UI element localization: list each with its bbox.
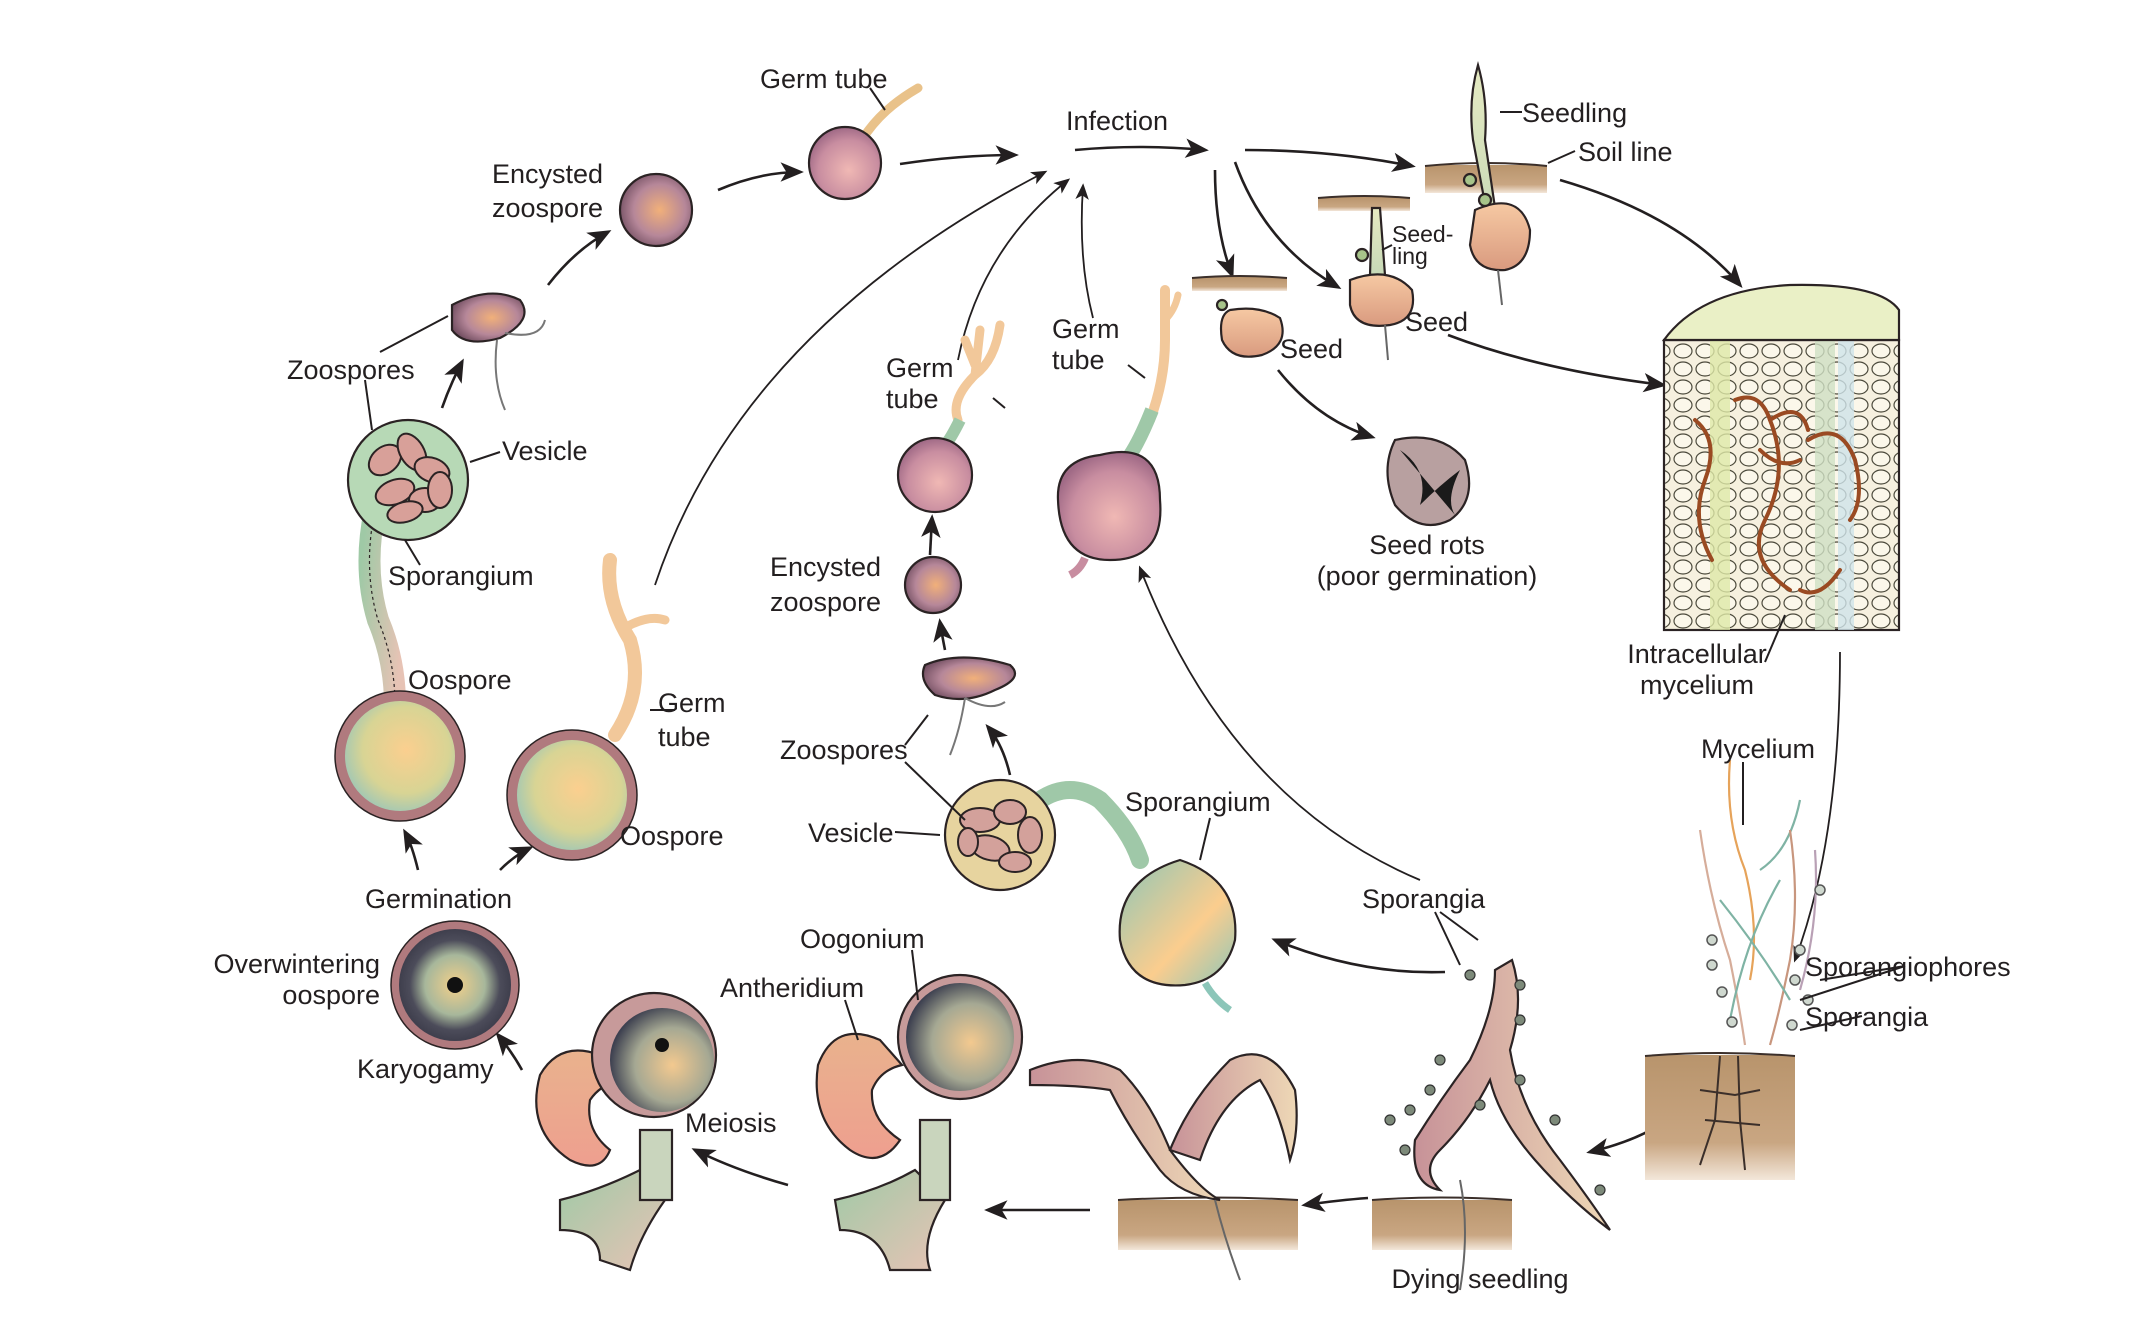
left-zoospore [450,292,546,411]
label-infection: Infection [1066,106,1168,136]
label-sporangium-left: Sporangium [388,561,534,591]
label-seed-right: Seed [1405,307,1468,337]
label-dying-seedling: Dying seedling [1391,1264,1568,1294]
center-large-germtube-cyst [1056,285,1182,579]
arrow-germination-to-oospore2 [499,846,534,871]
label-encysted-zoospore-center-2: zoospore [770,587,881,617]
label-intracellular-mycelium-1: Intracellular [1627,639,1767,669]
label-sporangium-center: Sporangium [1125,787,1271,817]
label-zoospores-left: Zoospores [287,355,415,385]
label-germ-tube-center2-2: tube [1052,345,1105,375]
label-germ-tube-top: Germ tube [760,64,888,94]
arrow-dying-to-dead [1301,1192,1369,1212]
arrow-karyogamy-to-overwinter [495,1031,524,1071]
label-encysted-zoospore-top-2: zoospore [492,193,603,223]
dead-seedling-plant [1028,1053,1299,1281]
arrow-sporangium-to-zoospore [440,358,464,409]
arrow-germination-to-oospore [403,828,423,871]
label-antheridium: Antheridium [720,973,864,1003]
label-seed-rots-2: (poor germination) [1317,561,1538,591]
arrow-stem-to-mycelium [1793,651,1841,963]
seed-unsprouted [1191,275,1288,358]
label-oospore-left: Oospore [408,665,512,695]
label-karyogamy: Karyogamy [357,1054,494,1084]
arrow-zoospore-to-encysted [546,230,612,286]
label-germ-tube-center2-1: Germ [1052,314,1120,344]
label-oospore-left2: Oospore [620,821,724,851]
arrow-germtube-to-infection [899,145,1019,166]
label-germ-tube-center-2: tube [886,384,939,414]
seedling-emerged [1424,60,1548,306]
label-seedling-mid-1: Seed- [1392,221,1453,247]
arrow-oogonium-to-meiosis [691,1148,789,1187]
left-sporangium-with-vesicle [346,418,470,716]
label-sporangia-center: Sporangia [1362,884,1486,914]
label-sporangiophores: Sporangiophores [1805,952,2011,982]
arrow-large-germtube-to-infection [1075,183,1094,319]
left-oospore [334,690,466,822]
germinating-oospore [506,553,670,861]
arrow-to-seedling-preemerged [1233,161,1342,289]
label-oogonium: Oogonium [800,924,925,954]
arrow-sporangia-to-large-germtube [1138,565,1421,881]
dying-seedling-plant [1371,958,1611,1291]
arrow-sporangia-to-sporangium [1271,938,1446,974]
label-vesicle-center: Vesicle [808,818,894,848]
arrow-seed-to-rot [1276,369,1376,441]
label-germ-tube-center-1: Germ [886,353,954,383]
center-zoospore [921,656,1017,756]
seedling-preemergence [1317,195,1415,361]
arrow-encysted-center-to-germtube [921,514,941,556]
top-germinating-cyst [807,83,923,201]
label-overwintering-oospore-1: Overwintering [213,949,380,979]
arrow-vesicle-to-zoospore-center [985,724,1012,776]
label-seedling-top: Seedling [1522,98,1627,128]
label-sporangia-right: Sporangia [1805,1002,1929,1032]
fertilization-left [535,991,718,1272]
label-meiosis: Meiosis [685,1108,777,1138]
label-mycelium: Mycelium [1701,734,1815,764]
label-seedling-mid-2: ling [1392,243,1428,269]
center-germtube-cyst [896,320,1005,514]
arrow-to-seedling-emerged [1244,148,1416,172]
label-vesicle-left: Vesicle [502,436,588,466]
label-encysted-zoospore-center-1: Encysted [770,552,881,582]
leader-lines [364,87,1906,1041]
label-seed-rots-1: Seed rots [1369,530,1485,560]
arrow-encysted-to-germtube [717,162,804,192]
label-germ-tube-left-2: tube [658,722,711,752]
arrow-seed-to-stem [1447,333,1667,393]
mycelium-cluster [1644,759,1826,1180]
left-encysted-zoospore [618,172,694,248]
label-seed-left: Seed [1280,334,1343,364]
center-encysted-zoospore [903,555,963,615]
rotted-seed [1386,436,1471,527]
label-zoospores-center: Zoospores [780,735,908,765]
cycle-arrows [403,138,1841,1220]
label-soil-line: Soil line [1578,137,1673,167]
arrow-seedling-to-stem [1559,178,1743,288]
overwintering-oospore-shape [390,920,520,1050]
arrow-infection-out [1074,138,1209,158]
stem-cross-section [1661,283,1901,632]
fertilization-center [815,973,1024,1272]
label-overwintering-oospore-2: oospore [282,980,380,1010]
arrow-oospore-germtube-to-infection [654,170,1048,586]
labels: Germ tube Encysted zoospore Infection Se… [213,64,2010,1294]
label-germ-tube-left-1: Germ [658,688,726,718]
arrow-zoospore-center-to-encysted [933,618,953,651]
label-encysted-zoospore-top-1: Encysted [492,159,603,189]
label-intracellular-mycelium-2: mycelium [1640,670,1754,700]
label-germination: Germination [365,884,512,914]
arrow-to-seed-rot [1213,169,1235,279]
arrow-center-germtube-to-infection [957,178,1071,361]
center-sporangium-with-vesicle [943,778,1237,1013]
